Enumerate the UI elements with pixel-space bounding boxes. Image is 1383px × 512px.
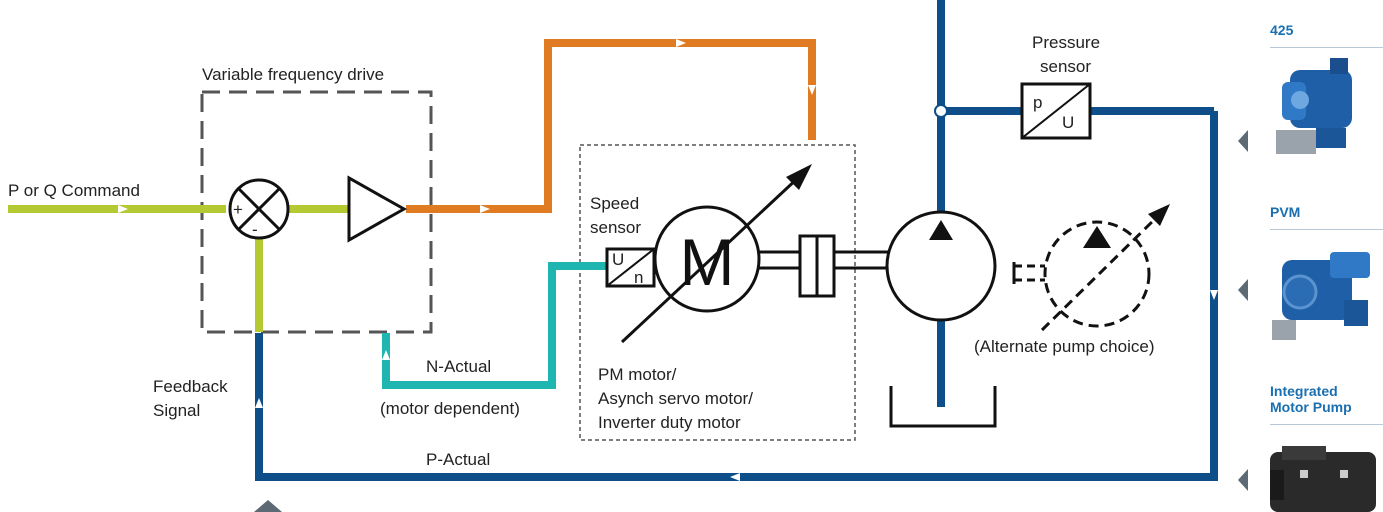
- motor-variable-arrow-shaft: [620, 174, 802, 344]
- speed-sensor-symbol: [605, 247, 656, 288]
- junction-dot: [934, 104, 948, 118]
- output-flow-arrow-1: [480, 205, 490, 213]
- output-flow-arrow-2: [676, 39, 686, 47]
- speed-sensor-label-1: Speed: [590, 194, 639, 213]
- sidebar-title-integrated-line1: Integrated: [1270, 383, 1338, 399]
- pump-circle: [885, 210, 997, 322]
- nav-up-triangle-icon[interactable]: [254, 500, 282, 512]
- motor-desc-3: Inverter duty motor: [598, 413, 741, 432]
- vfd-label: Variable frequency drive: [202, 65, 384, 84]
- pressure-sensor-p: p: [1033, 93, 1042, 112]
- motor-dependent-label: (motor dependent): [380, 399, 520, 418]
- speed-flow-arrow: [382, 350, 390, 360]
- feedback-label-1: Feedback: [153, 377, 228, 396]
- pressure-flow-arrow-3: [255, 398, 263, 408]
- minus-sign: -: [252, 220, 258, 239]
- speed-sensor-n: n: [634, 268, 643, 287]
- sidebar-title-pvm[interactable]: PVM: [1270, 204, 1300, 220]
- command-line: [8, 205, 349, 332]
- pressure-sensor-label-1: Pressure: [1032, 33, 1100, 52]
- sidebar-title-425-text: 425: [1270, 22, 1294, 38]
- summing-junction: [228, 178, 290, 240]
- pump-425-photo[interactable]: [1276, 58, 1352, 154]
- speed-feedback-line: [382, 262, 607, 389]
- sidebar-title-integrated-line2: Motor Pump: [1270, 399, 1352, 415]
- motor-variable-arrowhead: [786, 164, 812, 190]
- plus-sign: +: [233, 200, 243, 219]
- sidebar-title-pvm-text: PVM: [1270, 204, 1301, 220]
- motor-desc-1: PM motor/: [598, 365, 677, 384]
- motor-desc-2: Asynch servo motor/: [598, 389, 753, 408]
- tank-symbol: [889, 386, 997, 428]
- nav-left-triangle-icon[interactable]: [1238, 279, 1248, 301]
- pressure-sensor-symbol: [1020, 82, 1092, 140]
- pressure-sensor-label-2: sensor: [1040, 57, 1091, 76]
- sidebar-rule: [1270, 424, 1383, 425]
- pressure-flow-arrow-1: [1210, 290, 1218, 300]
- command-flow-arrow: [118, 205, 128, 213]
- speed-sensor-u: U: [612, 250, 624, 269]
- alternate-pump-symbol: [1012, 204, 1170, 332]
- motor-dashed-box: [579, 144, 856, 441]
- sidebar-title-integrated[interactable]: Integrated Motor Pump: [1270, 383, 1352, 415]
- sidebar-rule: [1270, 229, 1383, 230]
- nav-left-triangle-icon[interactable]: [1238, 130, 1248, 152]
- alternate-pump-label: (Alternate pump choice): [974, 337, 1154, 356]
- pump-direction-icon: [929, 220, 953, 240]
- n-actual-label: N-Actual: [426, 357, 491, 376]
- shaft-coupling: [759, 234, 890, 298]
- feedback-label-2: Signal: [153, 401, 200, 420]
- command-label: P or Q Command: [8, 181, 140, 200]
- sidebar-title-425[interactable]: 425: [1270, 22, 1293, 38]
- integrated-motor-pump-photo[interactable]: [1270, 446, 1376, 512]
- pressure-sensor-u: U: [1062, 113, 1074, 132]
- sidebar-rule: [1270, 47, 1383, 48]
- nav-left-triangle-icon[interactable]: [1238, 469, 1248, 491]
- pvm-pump-photo[interactable]: [1272, 252, 1370, 340]
- output-flow-arrow-3: [808, 85, 816, 95]
- p-actual-label: P-Actual: [426, 450, 490, 469]
- drive-output-line: [406, 39, 816, 213]
- amplifier-triangle: [347, 175, 408, 243]
- pressure-flow-arrow-2: [730, 473, 740, 481]
- speed-sensor-label-2: sensor: [590, 218, 641, 237]
